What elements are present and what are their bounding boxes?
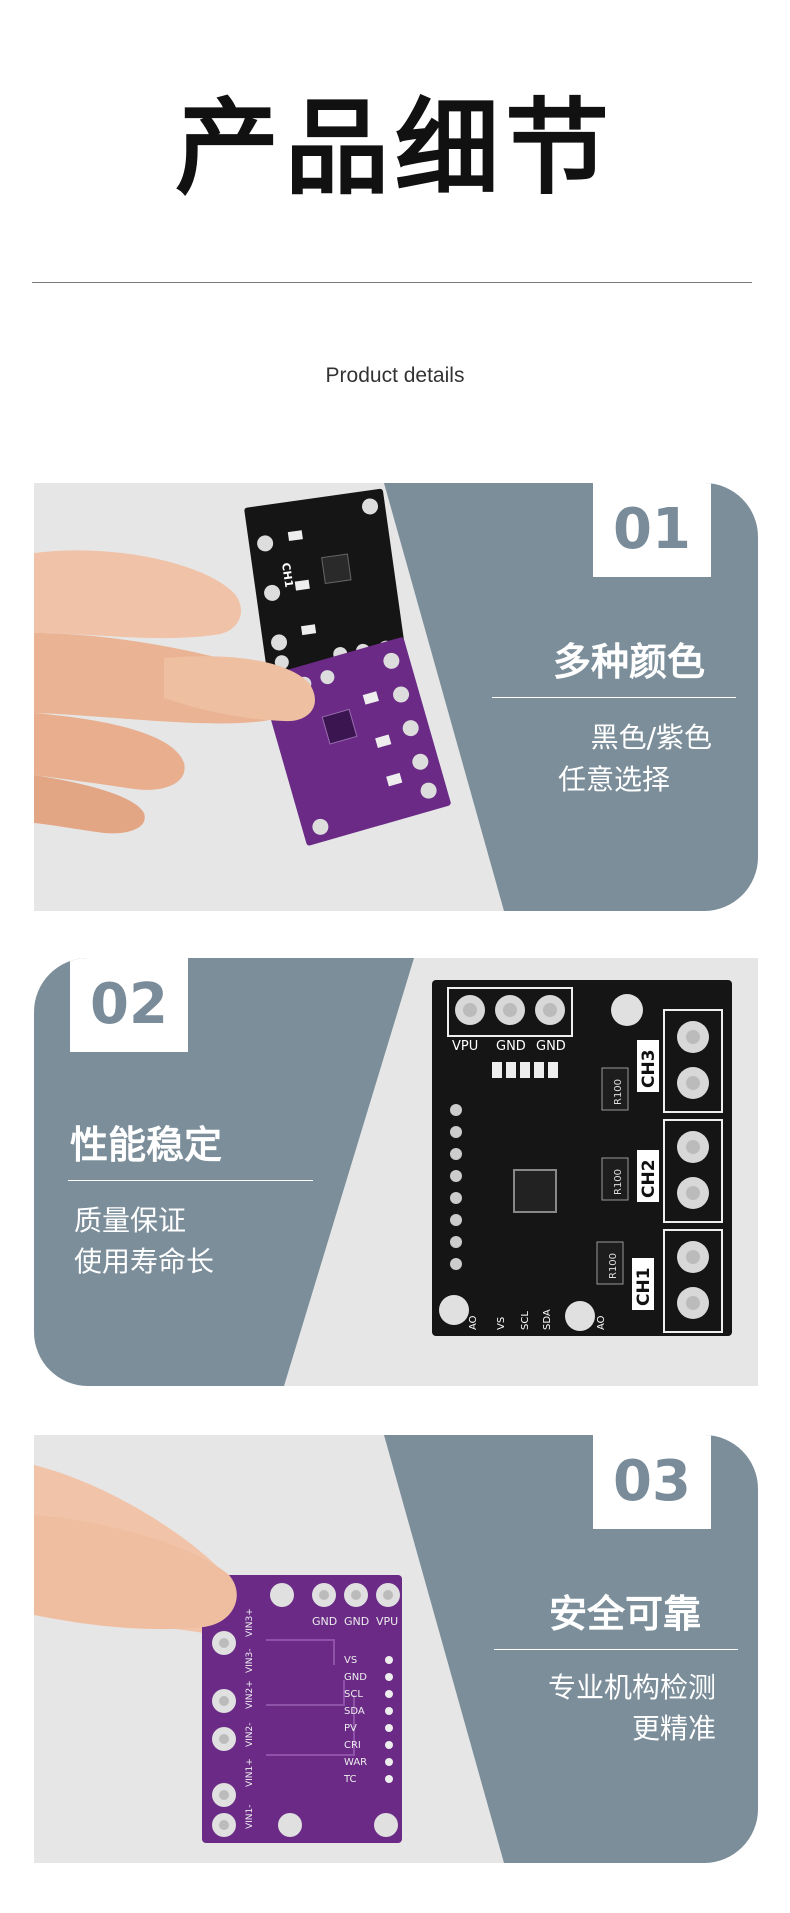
product-photo-purple-board: GND GND VPU VIN3+ VIN3- VIN2+ VIN2- VIN1… (34, 1465, 402, 1843)
section-03-heading: 安全可靠 (548, 1592, 701, 1636)
black-board-ao-2: AO (596, 1315, 607, 1330)
purple-board-vin1m: VIN1- (245, 1804, 255, 1829)
black-board-r100-3: R100 (608, 1253, 619, 1279)
purple-board-vin2m: VIN2- (245, 1722, 255, 1747)
section-03-desc-line-2: 更精准 (631, 1712, 716, 1745)
purple-board-vpu: VPU (376, 1615, 398, 1628)
purple-board-gnd-1: GND (312, 1615, 337, 1628)
page-title: 产品细节 (174, 87, 615, 209)
section-02-heading-rule (68, 1180, 313, 1181)
product-photo-black-board: VPU GND GND CH3 CH2 CH1 R100 R100 R100 (432, 980, 732, 1336)
section-01-desc-line-1: 黑色/紫色 (590, 721, 712, 754)
purple-board-war: WAR (344, 1757, 367, 1768)
section-03: GND GND VPU VIN3+ VIN3- VIN2+ VIN2- VIN1… (34, 1435, 758, 1863)
section-02-heading: 性能稳定 (70, 1123, 223, 1167)
black-board-vs: VS (496, 1317, 507, 1330)
product-photo-boards: CH1 (34, 488, 451, 846)
purple-board-vin3m: VIN3- (245, 1648, 255, 1673)
section-01-heading: 多种颜色 (552, 640, 705, 684)
purple-board-cri: CRI (344, 1740, 361, 1751)
black-board-scl: SCL (520, 1311, 531, 1330)
black-board-ch2-label: CH2 (639, 1159, 659, 1198)
purple-board-sda: SDA (344, 1706, 365, 1717)
title-divider (32, 282, 752, 283)
section-02-number: 02 (70, 958, 188, 1052)
section-01-desc-line-2: 任意选择 (557, 763, 670, 796)
page-subtitle: Product details (325, 364, 465, 387)
purple-board-gnd-2: GND (344, 1615, 369, 1628)
black-board-ao-1: AO (468, 1315, 479, 1330)
section-02-desc-line-2: 使用寿命长 (74, 1245, 215, 1278)
black-board-ch1: CH1 (279, 562, 295, 589)
black-board-r100-1: R100 (613, 1079, 624, 1105)
black-board-ch1-label: CH1 (634, 1267, 654, 1306)
purple-board-tc: TC (343, 1774, 357, 1785)
section-02-desc-line-1: 质量保证 (74, 1204, 187, 1237)
purple-board-vin1p: VIN1+ (245, 1758, 255, 1787)
section-03-number: 03 (593, 1435, 711, 1529)
section-01: CH1 01 多种颜色 黑色/紫色 任意选择 (34, 483, 758, 911)
purple-board-vin3p: VIN3+ (245, 1608, 255, 1637)
purple-board-vs: VS (344, 1655, 357, 1666)
black-board-r100-2: R100 (613, 1169, 624, 1195)
black-board-sda: SDA (542, 1309, 553, 1330)
purple-board-vin2p: VIN2+ (245, 1680, 255, 1709)
section-03-desc-line-1: 专业机构检测 (547, 1671, 716, 1704)
black-board-ch3-label: CH3 (639, 1049, 659, 1088)
purple-board-gnd-3: GND (344, 1672, 367, 1683)
section-01-number: 01 (593, 483, 711, 577)
section-02: VPU GND GND CH3 CH2 CH1 R100 R100 R100 (34, 958, 758, 1386)
purple-board-scl: SCL (344, 1689, 363, 1700)
section-01-heading-rule (492, 697, 736, 698)
black-board-gnd-label-1: GND (496, 1039, 526, 1054)
purple-board-pv: PV (344, 1723, 357, 1734)
black-board-vpu-label: VPU (452, 1039, 478, 1054)
black-board-gnd-label-2: GND (536, 1039, 566, 1054)
section-03-heading-rule (494, 1649, 738, 1650)
